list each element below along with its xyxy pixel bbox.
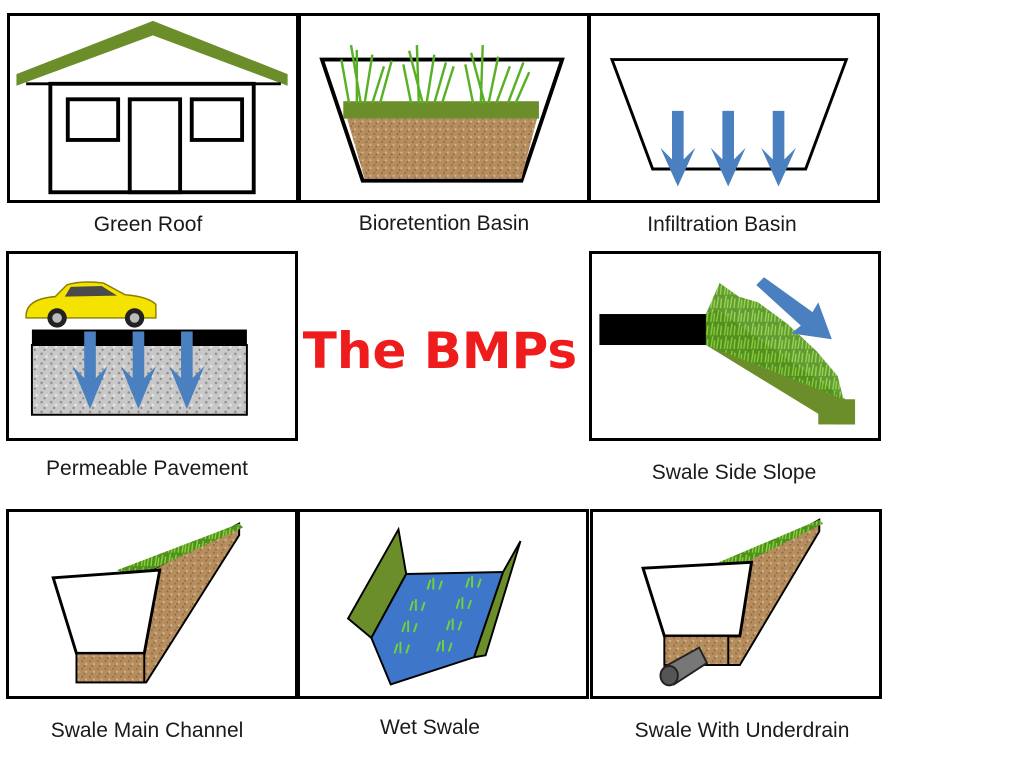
channel-soil-base: [75, 652, 146, 684]
slope-grass: [705, 283, 844, 400]
caption-permeable-pavement: Permeable Pavement: [46, 457, 248, 480]
caption-wet-swale: Wet Swale: [380, 716, 480, 739]
panel-swale-side-slope: [589, 251, 881, 441]
caption-green-roof: Green Roof: [93, 213, 203, 236]
house-window-left: [65, 97, 121, 142]
page-title: The BMPs: [302, 322, 578, 380]
panel-swale-with-underdrain: [590, 509, 882, 699]
panel-bioretention-basin: [298, 13, 590, 203]
channel-grass-top: [117, 523, 244, 578]
grass-tufts: [340, 44, 531, 104]
basin-outline: [609, 58, 849, 171]
panel-green-roof: [7, 13, 299, 203]
channel-cross-section: [51, 568, 162, 655]
green-roof-vegetation: [16, 20, 288, 86]
panel-wet-swale: [297, 509, 589, 699]
panel-swale-main-channel: [6, 509, 298, 699]
slope-base: [818, 399, 856, 425]
caption-bioretention-basin: Bioretention Basin: [358, 212, 530, 235]
channel-grass-top: [718, 519, 824, 569]
underdrain-pipe-icon: [659, 646, 709, 687]
runoff-arrow: [756, 277, 832, 340]
caption-infiltration-basin: Infiltration Basin: [647, 213, 797, 236]
vegetation-strip: [343, 101, 539, 119]
pavement-edge: [599, 314, 706, 346]
panel-permeable-pavement: [6, 251, 298, 441]
channel-cross-section: [641, 560, 754, 638]
caption-swale-side-slope: Swale Side Slope: [651, 461, 817, 484]
caption-swale-main-channel: Swale Main Channel: [50, 719, 244, 742]
caption-swale-with-underdrain: Swale With Underdrain: [634, 719, 850, 742]
car-icon: [25, 281, 157, 328]
infiltration-arrow: [72, 331, 205, 409]
house-window-right: [189, 97, 245, 142]
wetland-grass-icon: [393, 575, 482, 654]
panel-infiltration-basin: [588, 13, 880, 203]
soil-layer: [347, 118, 537, 179]
infiltration-arrow: [660, 110, 796, 187]
house-door: [127, 97, 183, 195]
